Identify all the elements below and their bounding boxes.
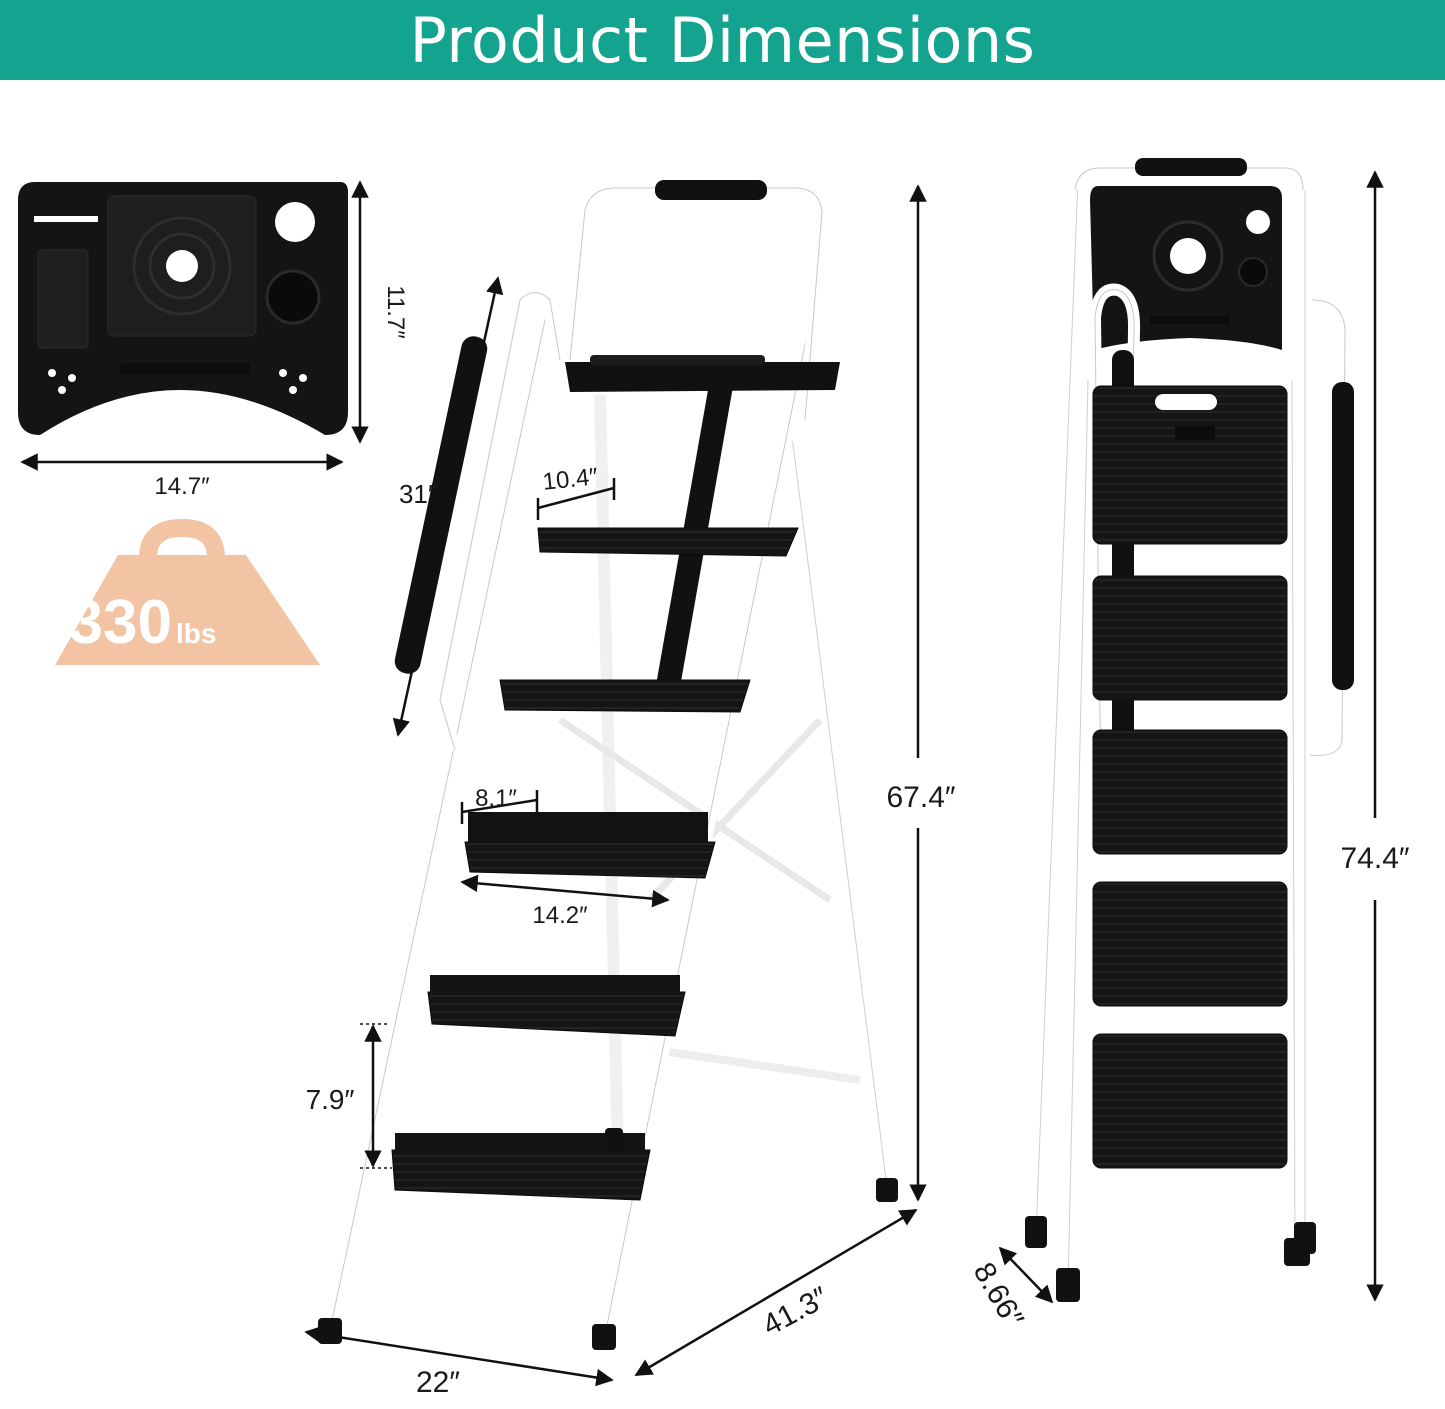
step-rise-label: 7.9″ <box>306 1084 355 1115</box>
step-4 <box>427 991 686 1037</box>
step-depth-dimension-line <box>461 798 538 814</box>
base-depth-dimension-line <box>634 1208 918 1377</box>
folded-top-handle-grip <box>1135 158 1247 176</box>
product-illustration: 14.7″ 11.7″ 330 lbs <box>18 158 1410 1399</box>
page-title: Product Dimensions <box>409 3 1036 77</box>
tray-cup-hole-icon <box>166 250 198 282</box>
tool-tray <box>18 182 348 435</box>
folded-ladder <box>1025 158 1354 1302</box>
step-width-dimension-line <box>460 874 670 908</box>
step-1 <box>537 527 799 557</box>
step-2 <box>499 679 751 713</box>
folded-step-4 <box>1092 881 1288 1007</box>
weight-capacity-badge: 330 lbs <box>55 518 320 665</box>
handrail-dimension-line <box>392 276 504 737</box>
handrail-label: 31″ <box>399 479 437 509</box>
folded-depth-dimension-line <box>998 1246 1054 1304</box>
top-step-depth-dimension-line <box>537 486 615 510</box>
folded-step-3 <box>1092 729 1288 855</box>
step-depth-label: 8.1″ <box>475 785 517 812</box>
tray-height-label: 11.7″ <box>382 285 409 339</box>
tray-round-hole-icon <box>275 202 315 242</box>
top-step-depth-label: 10.4″ <box>541 463 599 496</box>
folded-step-5 <box>1092 1033 1288 1169</box>
top-handle-grip <box>655 180 767 200</box>
step-5 <box>391 1149 651 1201</box>
step-width-label: 14.2″ <box>532 902 588 929</box>
folded-height-label: 74.4″ <box>1340 842 1409 875</box>
title-banner: Product Dimensions <box>0 0 1445 80</box>
folded-step-1 <box>1092 385 1288 545</box>
open-height-label: 67.4″ <box>886 781 955 814</box>
capacity-value: 330 <box>69 588 172 657</box>
base-width-label: 22″ <box>416 1366 460 1399</box>
base-depth-label: 41.3″ <box>757 1281 834 1343</box>
open-ladder <box>318 180 898 1350</box>
tray-width-label: 14.7″ <box>154 473 210 500</box>
folded-step-2 <box>1092 575 1288 701</box>
base-width-dimension-line <box>304 1325 614 1387</box>
step-3 <box>464 841 716 879</box>
capacity-unit: lbs <box>176 618 216 649</box>
